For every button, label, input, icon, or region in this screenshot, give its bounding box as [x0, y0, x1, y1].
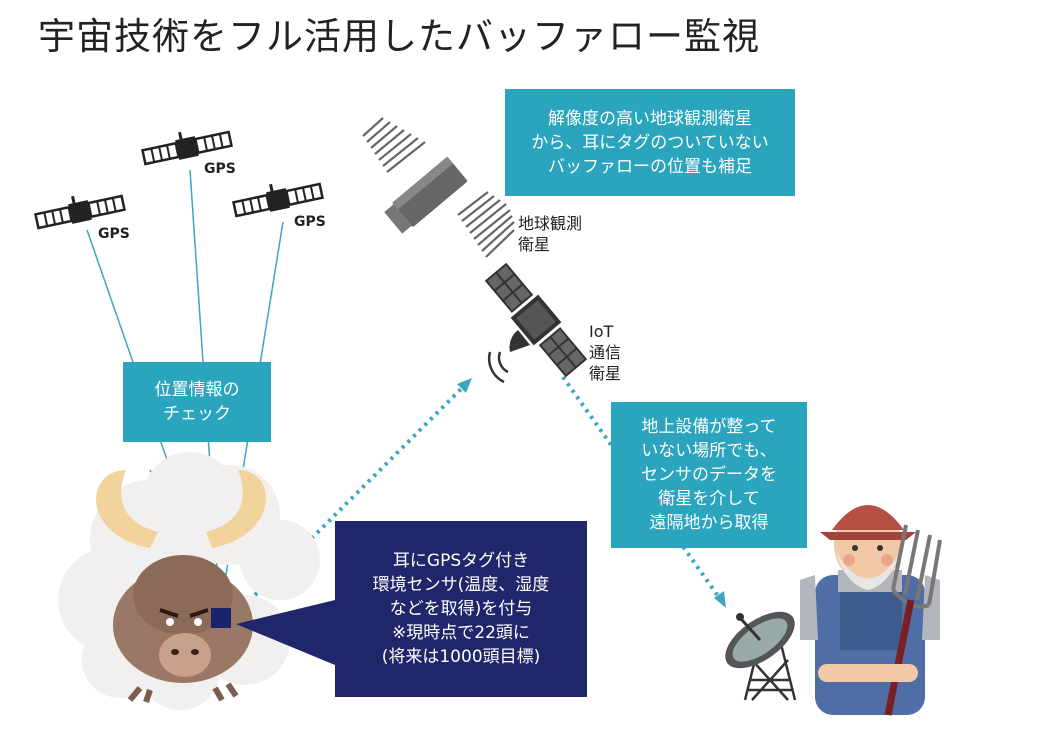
earth-observation-info-box: 解像度の高い地球観測衛星から、耳にタグのついていないバッファローの位置も補足	[505, 89, 795, 196]
gps-label: GPS	[294, 214, 326, 230]
page-title: 宇宙技術をフル活用したバッファロー監視	[38, 15, 760, 58]
ground-equipment-info-box: 地上設備が整っていない場所でも、センサのデータを衛星を介して遠隔地から取得	[611, 402, 807, 548]
downlink-arrow	[561, 375, 726, 608]
farmer-illustration	[800, 505, 942, 716]
gps-label: GPS	[98, 226, 130, 242]
gps-ear-tag	[211, 608, 231, 628]
uplink-arrow	[236, 378, 472, 614]
callout-pointer	[236, 600, 335, 665]
earth-observation-satellite-icon	[362, 117, 515, 258]
earth-observation-satellite-label: 地球観測衛星	[518, 214, 583, 254]
gps-tag-info-box: 耳にGPSタグ付き環境センサ(温度、湿度などを取得)を付与※現時点で22頭に(将…	[335, 521, 587, 697]
position-check-box: 位置情報のチェック	[123, 362, 271, 442]
buffalo-illustration	[58, 452, 320, 710]
ground-antenna-icon	[725, 611, 797, 701]
gps-label: GPS	[204, 161, 236, 177]
iot-satellite-icon	[484, 262, 588, 384]
